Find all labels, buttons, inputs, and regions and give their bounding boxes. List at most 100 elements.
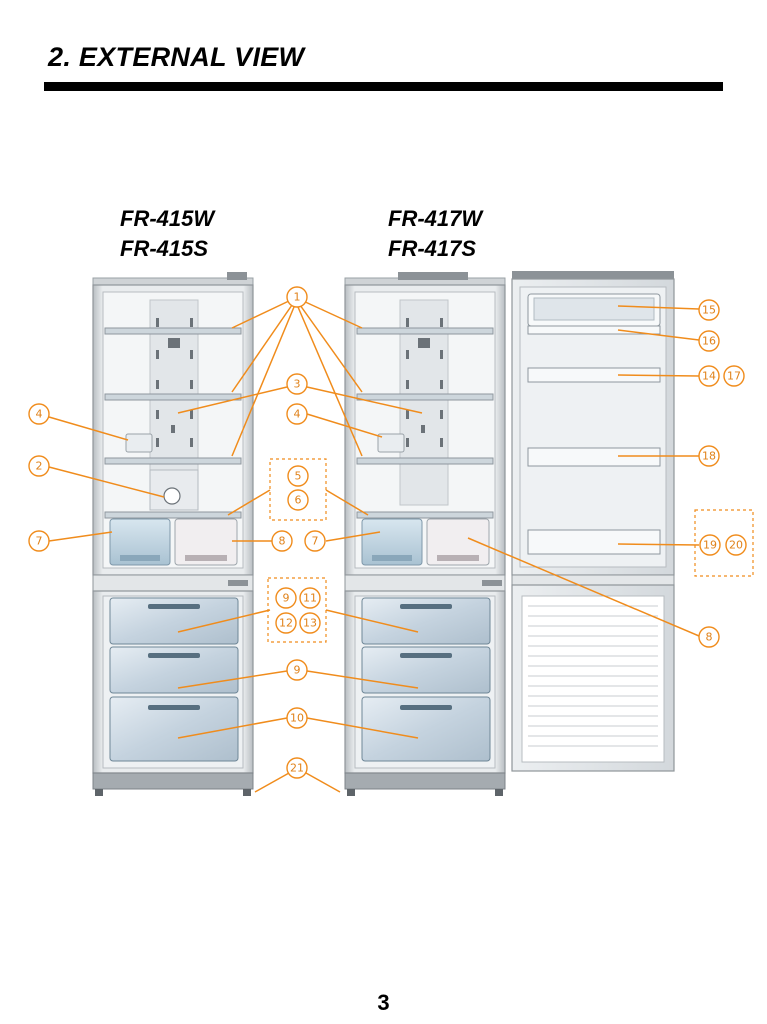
callout-7-right: 7	[304, 530, 326, 552]
callout-2: 2	[28, 455, 50, 477]
fridge-left-shelves	[104, 327, 242, 465]
callout-1: 1	[286, 286, 308, 308]
callout-18-label: 18	[702, 450, 716, 463]
callout-group-5-6	[269, 458, 327, 521]
callout-16: 16	[698, 330, 720, 352]
callout-9-top-label: 9	[283, 592, 290, 605]
fridge-left-vents	[156, 318, 193, 447]
callout-13: 13	[299, 612, 321, 634]
callout-7-left: 7	[28, 530, 50, 552]
callout-8-left-label: 8	[279, 535, 286, 548]
callout-11-label: 11	[303, 592, 317, 605]
callout-19-label: 19	[703, 539, 717, 552]
callout-20: 20	[725, 534, 747, 556]
door-top-trim	[512, 271, 674, 281]
callout-21: 21	[286, 757, 308, 779]
fridge-middle-small-container	[377, 433, 405, 453]
fridge-left-crisper-left	[109, 518, 171, 566]
fridge-left-base-panel	[92, 772, 254, 790]
callout-17-label: 17	[727, 370, 741, 383]
fridge-middle-divider	[344, 574, 506, 592]
page-number: 3	[377, 990, 390, 1015]
fridge-middle	[344, 272, 506, 796]
fridge-middle-top-trim	[398, 272, 468, 280]
model-label-right-1: FR-417W	[388, 206, 483, 231]
fridge-middle-crisper-cover	[356, 511, 494, 519]
fridge-left	[92, 272, 254, 796]
callout-1-label: 1	[294, 291, 301, 304]
callout-18: 18	[698, 445, 720, 467]
fridge-left-crisper-right	[174, 518, 238, 566]
page-title: 2. EXTERNAL VIEW	[48, 42, 305, 72]
fridge-left-foot-left	[95, 789, 103, 796]
fridge-middle-crisper-left	[361, 518, 423, 566]
callout-21-label: 21	[290, 762, 304, 775]
callout-20-label: 20	[729, 539, 743, 552]
fridge-middle-drawer-handles	[400, 604, 452, 710]
fridge-middle-freezer-drawers	[361, 597, 491, 762]
model-label-left-1: FR-415W	[120, 206, 215, 231]
door-divider	[511, 574, 675, 586]
fridge-left-drawer-handles	[148, 604, 200, 710]
callout-6-label: 6	[295, 494, 302, 507]
callout-14-label: 14	[702, 370, 716, 383]
callout-12: 12	[275, 612, 297, 634]
callout-2-label: 2	[36, 460, 43, 473]
fridge-middle-shelves	[356, 327, 494, 465]
fridge-left-crisper-handle-left	[120, 555, 160, 561]
freezer-door-liner	[521, 595, 665, 763]
fridge-left-crisper-cover	[104, 511, 242, 519]
fridge-middle-foot-right	[495, 789, 503, 796]
callout-9: 9	[286, 659, 308, 681]
callout-10-label: 10	[290, 712, 304, 725]
callout-15: 15	[698, 299, 720, 321]
fridge-left-foot-right	[243, 789, 251, 796]
callout-4-left: 4	[28, 403, 50, 425]
fridge-left-middle-hinge	[228, 580, 248, 586]
title-rule	[44, 82, 723, 91]
callout-13-label: 13	[303, 617, 317, 630]
callout-19: 19	[699, 534, 721, 556]
callout-4-left-label: 4	[36, 408, 43, 421]
callout-4-right: 4	[286, 403, 308, 425]
callout-8-right-label: 8	[706, 631, 713, 644]
callout-5-label: 5	[295, 470, 302, 483]
model-label-left-2: FR-415S	[120, 236, 209, 261]
fridge-left-freezer-drawers	[109, 597, 239, 762]
fridge-left-thermostat-knob	[163, 487, 181, 505]
callout-15-label: 15	[702, 304, 716, 317]
callout-4-right-label: 4	[294, 408, 301, 421]
fridge-middle-middle-hinge	[482, 580, 502, 586]
model-label-right-2: FR-417S	[388, 236, 477, 261]
callout-3-label: 3	[294, 378, 301, 391]
callout-11: 11	[299, 587, 321, 609]
fridge-left-crisper-handle-right	[185, 555, 227, 561]
callout-16-label: 16	[702, 335, 716, 348]
callout-14: 14	[698, 365, 720, 387]
fridge-middle-base-panel	[344, 772, 506, 790]
callout-9-top: 9	[275, 587, 297, 609]
callout-6: 6	[287, 489, 309, 511]
leader-lines	[48, 299, 700, 793]
callout-8-right: 8	[698, 626, 720, 648]
callout-9-label: 9	[294, 664, 301, 677]
callout-7-left-label: 7	[36, 535, 43, 548]
callout-7-right-label: 7	[312, 535, 319, 548]
callout-17: 17	[723, 365, 745, 387]
callout-3: 3	[286, 373, 308, 395]
callout-12-label: 12	[279, 617, 293, 630]
freezer-door-ribs	[528, 605, 658, 747]
open-doors	[511, 271, 675, 772]
fridge-middle-crisper-handle-right	[437, 555, 479, 561]
fridge-middle-crisper-right	[426, 518, 490, 566]
callout-5: 5	[287, 465, 309, 487]
callout-10: 10	[286, 707, 308, 729]
fridge-middle-foot-left	[347, 789, 355, 796]
callout-group-19-20	[694, 509, 754, 577]
callout-group-9-13	[267, 577, 327, 643]
callout-8-left: 8	[271, 530, 293, 552]
butter-compartment	[533, 297, 655, 321]
fridge-middle-crisper-handle-left	[372, 555, 412, 561]
fridge-left-small-container	[125, 433, 153, 453]
